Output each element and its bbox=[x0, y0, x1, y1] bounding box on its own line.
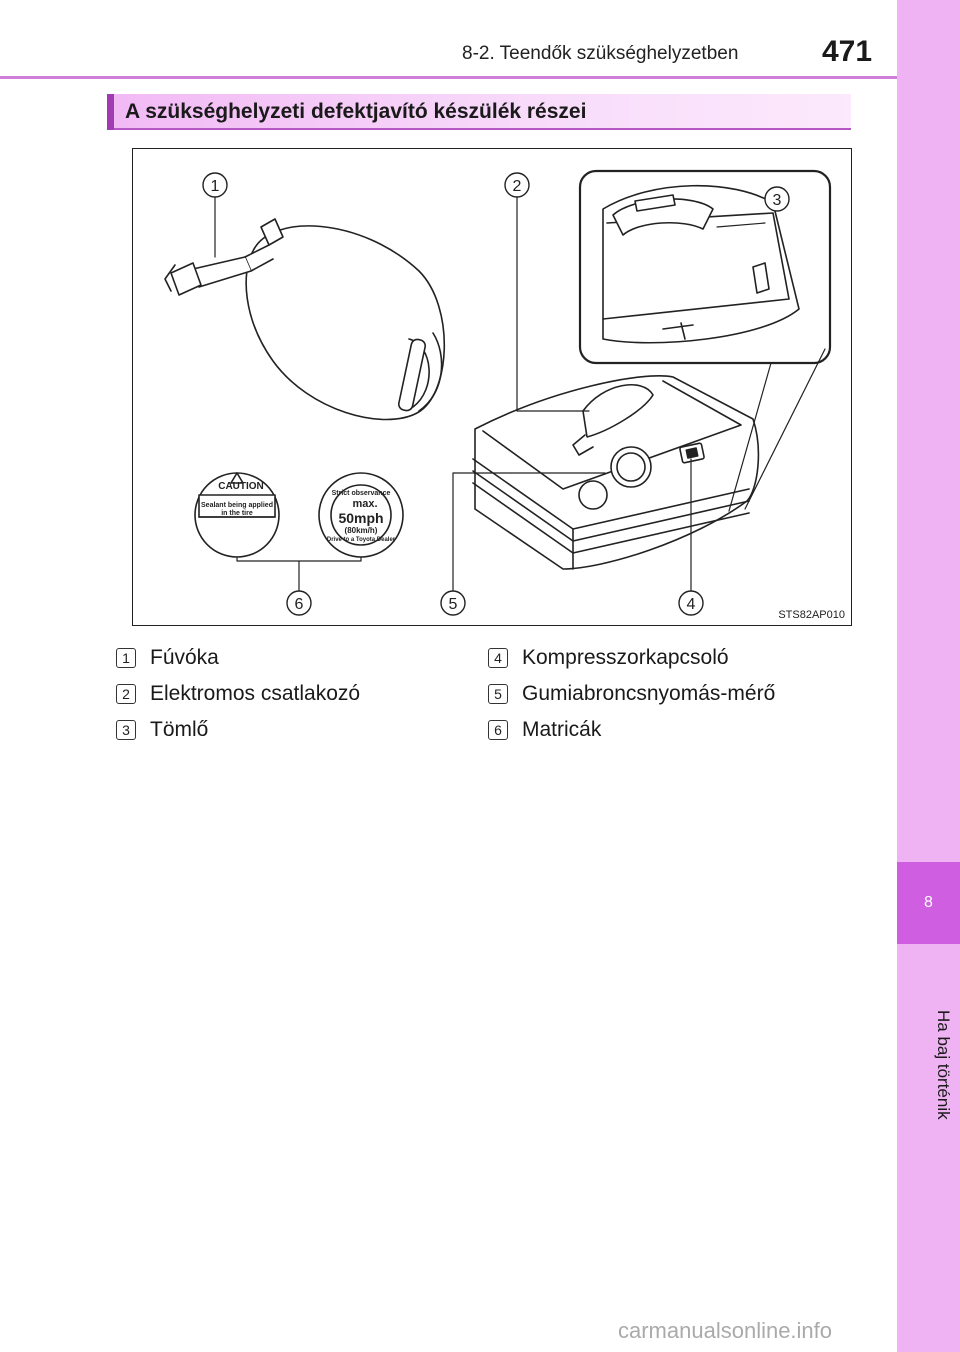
speed-sticker-kmh: (80km/h) bbox=[345, 526, 378, 535]
repair-kit-illustration: 1 2 3 4 5 6 CAUTION Sealant being applie… bbox=[164, 169, 832, 616]
speed-sticker-top-arc: Strict observance bbox=[332, 490, 391, 497]
legend-label: Fúvóka bbox=[150, 646, 219, 669]
compressor-lid-inset-drawing bbox=[578, 169, 832, 365]
callout-2: 2 bbox=[513, 178, 522, 195]
callout-6: 6 bbox=[295, 596, 304, 613]
running-header: 8-2. Teendők szükséghelyzetben bbox=[462, 43, 739, 64]
section-heading-text: A szükséghelyzeti defektjavító készülék … bbox=[125, 100, 587, 123]
chapter-side-tab: 8 Ha baj történik bbox=[897, 0, 960, 1352]
caution-sticker-drawing bbox=[194, 472, 280, 558]
legend-label: Kompresszorkapcsoló bbox=[522, 646, 729, 669]
sealant-bottle-drawing bbox=[164, 218, 446, 421]
speed-sticker-bottom-arc: Drive to a Toyota Dealer bbox=[327, 537, 396, 543]
legend-label: Tömlő bbox=[150, 718, 209, 741]
callout-leaders bbox=[214, 196, 826, 592]
watermark: carmanualsonline.info bbox=[618, 1318, 833, 1343]
header-rule bbox=[0, 76, 897, 79]
speed-sticker-speed: 50mph bbox=[338, 510, 383, 526]
callout-3: 3 bbox=[773, 192, 782, 209]
legend-number: 5 bbox=[488, 684, 508, 704]
legend-item: 3 Tömlő bbox=[116, 717, 208, 743]
chapter-title: Ha baj történik bbox=[934, 1010, 953, 1120]
legend-label: Matricák bbox=[522, 718, 602, 741]
callout-4: 4 bbox=[687, 596, 696, 613]
speed-sticker-max: max. bbox=[352, 498, 377, 510]
legend-label: Gumiabroncsnyomás-mérő bbox=[522, 682, 776, 705]
legend-number: 4 bbox=[488, 648, 508, 668]
section-heading-bar bbox=[107, 94, 114, 130]
callout-5: 5 bbox=[449, 596, 458, 613]
figure-code: STS82AP010 bbox=[778, 609, 845, 621]
section-heading: A szükséghelyzeti defektjavító készülék … bbox=[107, 94, 851, 130]
caution-sticker-title: CAUTION bbox=[218, 481, 264, 492]
caution-sticker-line2: in the tire bbox=[221, 510, 253, 517]
caution-sticker-line1: Sealant being applied bbox=[201, 502, 273, 509]
legend-number: 2 bbox=[116, 684, 136, 704]
chapter-number-box: 8 bbox=[897, 862, 960, 944]
legend-number: 3 bbox=[116, 720, 136, 740]
callout-circles bbox=[202, 172, 790, 616]
legend-number: 1 bbox=[116, 648, 136, 668]
legend-item: 2 Elektromos csatlakozó bbox=[116, 681, 360, 707]
repair-kit-figure: 1 2 3 4 5 6 CAUTION Sealant being applie… bbox=[132, 148, 852, 626]
legend-item: 1 Fúvóka bbox=[116, 645, 219, 671]
compressor-body-drawing bbox=[472, 375, 760, 570]
legend-label: Elektromos csatlakozó bbox=[150, 682, 361, 705]
page-number: 471 bbox=[822, 35, 873, 68]
legend-number: 6 bbox=[488, 720, 508, 740]
legend-item: 6 Matricák bbox=[488, 717, 601, 743]
legend-item: 4 Kompresszorkapcsoló bbox=[488, 645, 729, 671]
callout-1: 1 bbox=[211, 178, 220, 195]
legend-item: 5 Gumiabroncsnyomás-mérő bbox=[488, 681, 775, 707]
chapter-number: 8 bbox=[924, 894, 933, 911]
